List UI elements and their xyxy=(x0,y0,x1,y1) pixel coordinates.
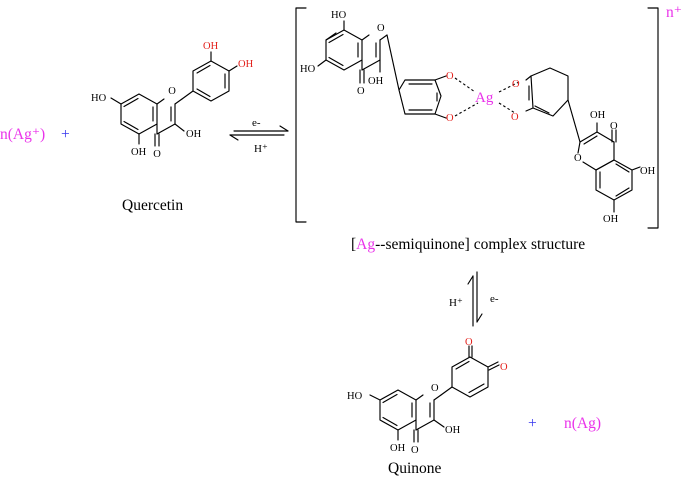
arrow1-electron-label: e- xyxy=(252,117,261,129)
arrow2-proton-label: H⁺ xyxy=(449,297,463,309)
complex-charge-label: n⁺ xyxy=(666,4,682,21)
left-bracket xyxy=(295,7,307,223)
lower-semiquinone-oxygen-1: O xyxy=(512,79,520,90)
silver-ion-label: n(Ag⁺) xyxy=(0,126,45,143)
silver-coordination-bonds xyxy=(454,77,520,117)
ring-oxygen-label: O xyxy=(168,86,176,97)
ketone-oxygen-label: O xyxy=(153,149,161,160)
upper-hydroxyl-7-label: HO xyxy=(331,10,347,21)
quinone-ketone-oxygen-label: O xyxy=(411,445,419,456)
upper-hydroxyl-5-label: HO xyxy=(300,64,316,75)
lower-hydroxyl-5-label: OH xyxy=(640,166,656,177)
quinone-hydroxyl-5-label: OH xyxy=(390,443,406,454)
equilibrium-arrow-1 xyxy=(229,125,289,141)
complex-upper-flavonoid: O O OH HO HO O O xyxy=(300,10,454,124)
lower-ketone-oxygen-label: O xyxy=(610,121,618,132)
catechol-oh-1-label: OH xyxy=(203,41,219,52)
quercetin-molecule: O O OH HO OH OH OH xyxy=(91,41,254,160)
quinone-name-label: Quinone xyxy=(388,460,442,477)
upper-semiquinone-oxygen-1: O xyxy=(446,71,454,82)
quinone-oxygen-1: O xyxy=(465,337,473,348)
complex-lower-flavonoid: O O OH O O OH OH xyxy=(511,67,656,225)
silver-metal-label: n(Ag) xyxy=(564,415,601,432)
hydroxyl-5-label: OH xyxy=(131,147,147,158)
lower-ring-oxygen-label: O xyxy=(574,153,582,164)
silver-center-label: Ag xyxy=(475,90,494,106)
quinone-molecule: O O OH HO OH O O xyxy=(347,337,508,456)
quinone-hydroxyl-3-label: OH xyxy=(445,425,461,436)
arrow1-proton-label: H⁺ xyxy=(254,143,268,155)
arrow2-electron-label: e- xyxy=(490,293,499,305)
right-bracket xyxy=(647,7,659,229)
upper-hydroxyl-3-label: OH xyxy=(368,76,384,87)
lower-hydroxyl-3-label: OH xyxy=(590,110,606,121)
hydroxyl-7-label: HO xyxy=(91,93,107,104)
product-plus-sign: + xyxy=(528,415,537,432)
equilibrium-arrow-2 xyxy=(467,271,483,327)
quinone-hydroxyl-7-label: HO xyxy=(347,391,363,402)
hydroxyl-3-label: OH xyxy=(186,129,202,140)
catechol-oh-2-label: OH xyxy=(238,59,254,70)
lower-hydroxyl-7-label: OH xyxy=(603,214,619,225)
complex-caption: [Ag--semiquinone] complex structure xyxy=(351,236,585,253)
upper-ring-oxygen-label: O xyxy=(377,23,385,34)
quercetin-name-label: Quercetin xyxy=(122,197,183,214)
upper-semiquinone-oxygen-2: O xyxy=(446,113,454,124)
reactant-plus-sign: + xyxy=(61,126,70,143)
quinone-ring-oxygen-label: O xyxy=(431,383,439,394)
upper-ketone-oxygen-label: O xyxy=(357,86,365,97)
quinone-oxygen-2: O xyxy=(500,362,508,373)
lower-semiquinone-oxygen-2: O xyxy=(511,112,519,123)
